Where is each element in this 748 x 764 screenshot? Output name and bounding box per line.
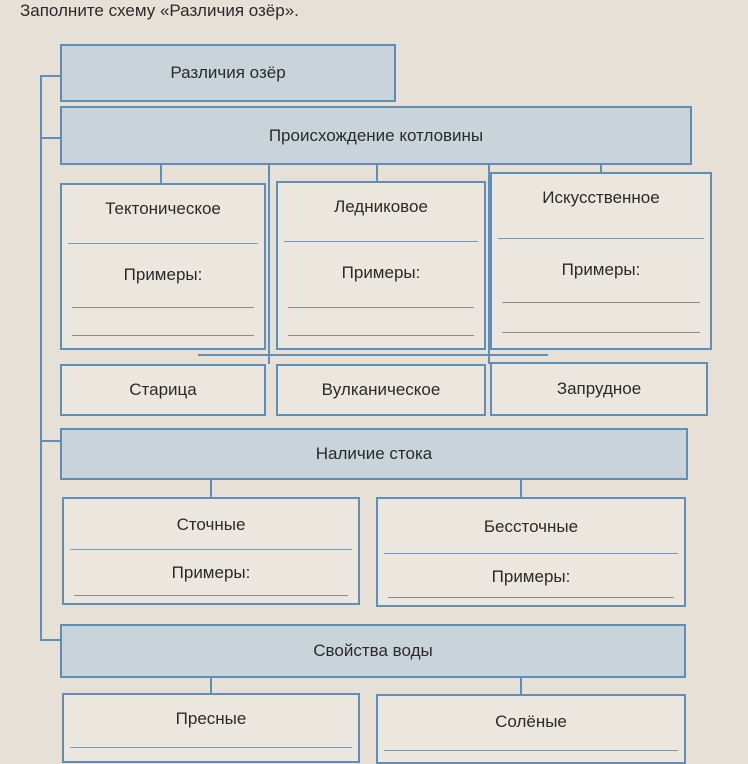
separator — [68, 243, 258, 244]
connector-line — [520, 479, 522, 499]
water-title: Свойства воды — [313, 641, 433, 660]
connector-line — [160, 164, 162, 184]
origin-title: Происхождение котловины — [268, 125, 484, 145]
instruction: Заполните схему «Различия озёр». — [20, 1, 299, 20]
water-type-box: Пресные — [62, 693, 360, 763]
separator — [498, 238, 704, 239]
type-name: Солёные — [495, 712, 567, 731]
examples-label: Примеры: — [491, 567, 571, 586]
separator — [70, 747, 352, 748]
connector-line — [210, 479, 212, 499]
type-name: Тектоническое — [105, 199, 221, 218]
examples-label: Примеры: — [561, 260, 641, 279]
separator — [70, 549, 352, 550]
type-name: Сточные — [176, 515, 246, 534]
origin-small-box: Запрудное — [490, 362, 708, 416]
connector-line — [488, 164, 490, 364]
root-label: Различия озёр — [170, 63, 286, 82]
origin-type-box: Тектоническое Примеры: — [60, 183, 266, 350]
origin-type-box: Искусственное Примеры: — [490, 172, 712, 350]
connector-line — [40, 639, 60, 641]
answer-line[interactable] — [288, 307, 474, 308]
answer-line[interactable] — [388, 597, 674, 598]
connector-line — [40, 75, 60, 77]
root-box: Различия озёр — [60, 44, 396, 102]
connector-line — [600, 164, 602, 174]
examples-label: Примеры: — [341, 263, 421, 282]
connector-line — [376, 164, 378, 182]
answer-line[interactable] — [502, 302, 700, 303]
examples-label: Примеры: — [123, 265, 203, 284]
water-type-box: Солёные — [376, 694, 686, 764]
separator — [384, 553, 678, 554]
connector-line — [268, 164, 270, 364]
connector-line — [40, 75, 42, 641]
water-box: Свойства воды — [60, 624, 686, 678]
answer-line[interactable] — [502, 332, 700, 333]
answer-line[interactable] — [72, 307, 254, 308]
origin-box: Происхождение котловины — [60, 106, 692, 165]
small-label: Вулканическое — [321, 380, 441, 399]
type-name: Ледниковое — [334, 197, 428, 216]
origin-small-box: Вулканическое — [276, 364, 486, 416]
small-label: Старица — [129, 380, 197, 399]
small-label: Запрудное — [556, 379, 642, 398]
origin-small-box: Старица — [60, 364, 266, 416]
runoff-type-box: Сточные Примеры: — [62, 497, 360, 605]
runoff-box: Наличие стока — [60, 428, 688, 480]
answer-line[interactable] — [74, 595, 348, 596]
type-name: Пресные — [175, 709, 247, 728]
examples-label: Примеры: — [171, 563, 251, 582]
connector-line — [198, 354, 548, 356]
runoff-title: Наличие стока — [315, 444, 433, 463]
answer-line[interactable] — [288, 335, 474, 336]
connector-line — [40, 137, 60, 139]
runoff-type-box: Бессточные Примеры: — [376, 497, 686, 607]
type-name: Искусственное — [542, 188, 660, 207]
connector-line — [520, 677, 522, 695]
origin-type-box: Ледниковое Примеры: — [276, 181, 486, 350]
separator — [284, 241, 478, 242]
answer-line[interactable] — [72, 335, 254, 336]
connector-line — [210, 677, 212, 695]
separator — [384, 750, 678, 751]
connector-line — [40, 440, 60, 442]
type-name: Бессточные — [483, 517, 579, 536]
